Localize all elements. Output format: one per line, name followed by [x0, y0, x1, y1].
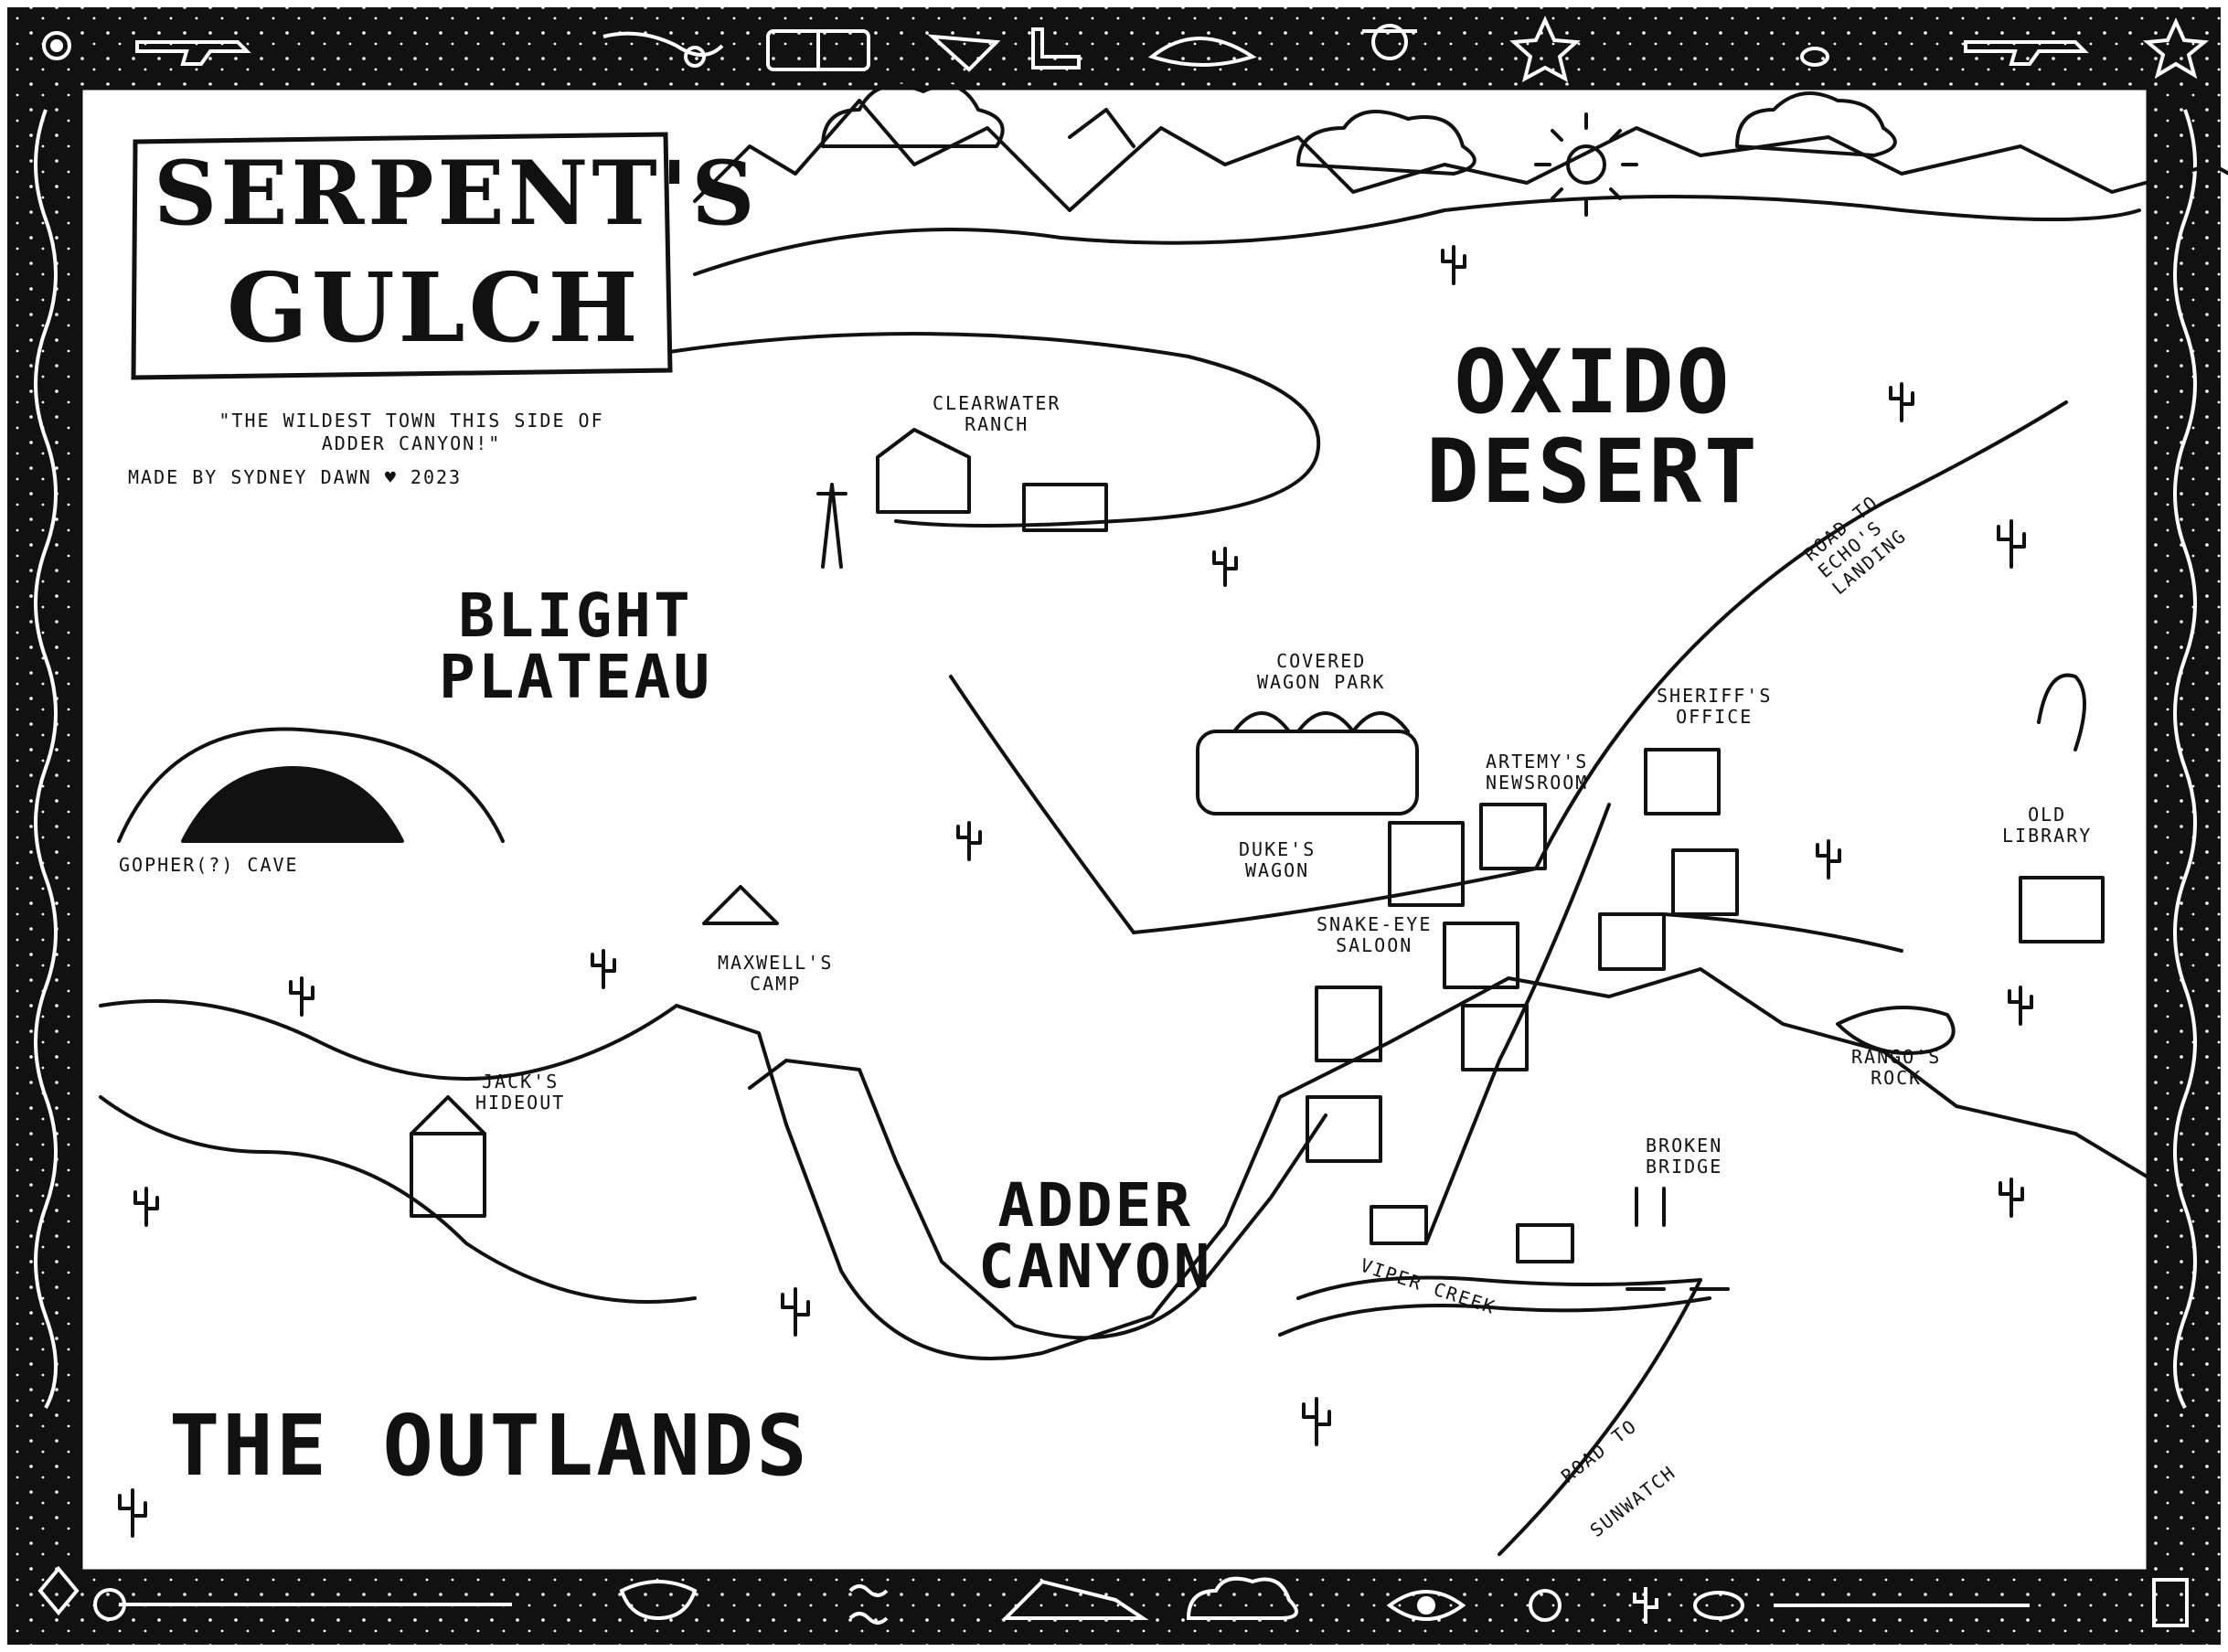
eye-icon [1386, 1590, 1466, 1621]
hideout [410, 1095, 486, 1218]
pistol-icon [135, 40, 251, 66]
cowboy-figure-icon [1362, 24, 1417, 60]
ranch-fence [638, 332, 1321, 528]
tagline-line2: ADDER CANYON!" [321, 432, 502, 454]
viper-creek [1278, 1275, 1711, 1337]
title-block: SERPENT'S GULCH [117, 123, 755, 389]
place-jacks-hideout: JACK'S HIDEOUT [475, 1071, 566, 1114]
star-icon [2142, 17, 2210, 80]
sword-icon [93, 1588, 512, 1621]
cave [117, 727, 505, 843]
place-snake-eye-saloon: SNAKE-EYE SALOON [1317, 913, 1433, 956]
bandana-icon [927, 34, 1001, 72]
camp-tent [702, 885, 779, 925]
book-icon [766, 29, 870, 71]
region-adder-canyon: ADDER CANYON [978, 1175, 1212, 1298]
place-dukes-wagon: DUKE'S WAGON [1239, 838, 1317, 881]
cliffs [99, 967, 2169, 1360]
place-clearwater-ranch: CLEARWATER RANCH [933, 392, 1061, 435]
region-blight-plateau: BLIGHT PLATEAU [439, 585, 712, 709]
map-title-line1: SERPENT'S [154, 142, 759, 245]
region-the-outlands: THE OUTLANDS [169, 1397, 810, 1495]
place-broken-bridge: BROKEN BRIDGE [1646, 1135, 1723, 1178]
flower-icon [42, 31, 71, 60]
place-sheriffs-office: SHERIFF'S OFFICE [1657, 685, 1773, 728]
compass-icon [37, 1565, 80, 1616]
rango-rock [1836, 1006, 1956, 1055]
notepad-icon [2152, 1578, 2189, 1627]
blight-line2: PLATEAU [439, 642, 713, 713]
flower-icon [1529, 1589, 1562, 1622]
snake-right-icon [2173, 109, 2197, 1409]
beads-icon [602, 31, 724, 68]
worm-icon [2037, 673, 2086, 751]
title-frame [131, 132, 673, 380]
cow-skull-icon [619, 1580, 698, 1621]
ranch-buildings [816, 428, 1108, 569]
bee-icon [1800, 47, 1829, 67]
rock-icon [1001, 1579, 1149, 1620]
boot-icon [1031, 27, 1081, 69]
clouds [821, 83, 1897, 176]
town-buildings [1306, 748, 2105, 1263]
mountain-range [693, 99, 2228, 276]
roads [949, 400, 2068, 1556]
cloud-icon [1186, 1576, 1298, 1620]
map-tagline: "THE WILDEST TOWN THIS SIDE OF ADDER CAN… [128, 410, 695, 455]
cactus-icon [1633, 1587, 1658, 1624]
place-gopher-cave: GOPHER(?) CAVE [119, 854, 299, 876]
swirl-icon [848, 1584, 889, 1625]
broken-bridge [1626, 1187, 1730, 1291]
map-credit: MADE BY SYDNEY DAWN ♥ 2023 [128, 466, 463, 488]
cowboy-hat-icon [1147, 37, 1257, 67]
oxido-line2: DESERT [1426, 420, 1760, 523]
blight-line1: BLIGHT [458, 581, 693, 651]
place-old-library: OLD LIBRARY [2002, 804, 2093, 847]
place-maxwells-camp: MAXWELL'S CAMP [718, 952, 834, 995]
place-rangos-rock: RANGO'S ROCK [1851, 1046, 1942, 1089]
cacti [118, 245, 2033, 1538]
snake-eye-icon [1693, 1591, 1744, 1620]
sun-icon [1534, 112, 1638, 217]
oxido-line1: OXIDO [1454, 331, 1732, 433]
region-oxido-desert: OXIDO DESERT [1426, 331, 1760, 523]
place-artemys-newsroom: ARTEMY'S NEWSROOM [1486, 751, 1589, 794]
map-title-line2: GULCH [227, 251, 642, 364]
adder-line2: CANYON [978, 1231, 1213, 1303]
covered-wagons [1196, 711, 1419, 815]
tagline-line1: "THE WILDEST TOWN THIS SIDE OF [219, 410, 604, 432]
snake-left-icon [34, 109, 58, 1409]
place-covered-wagon-park: COVERED WAGON PARK [1257, 650, 1386, 693]
sheriff-star-icon [1509, 16, 1581, 82]
revolver-icon [1964, 40, 2089, 66]
adder-line1: ADDER [997, 1170, 1194, 1241]
